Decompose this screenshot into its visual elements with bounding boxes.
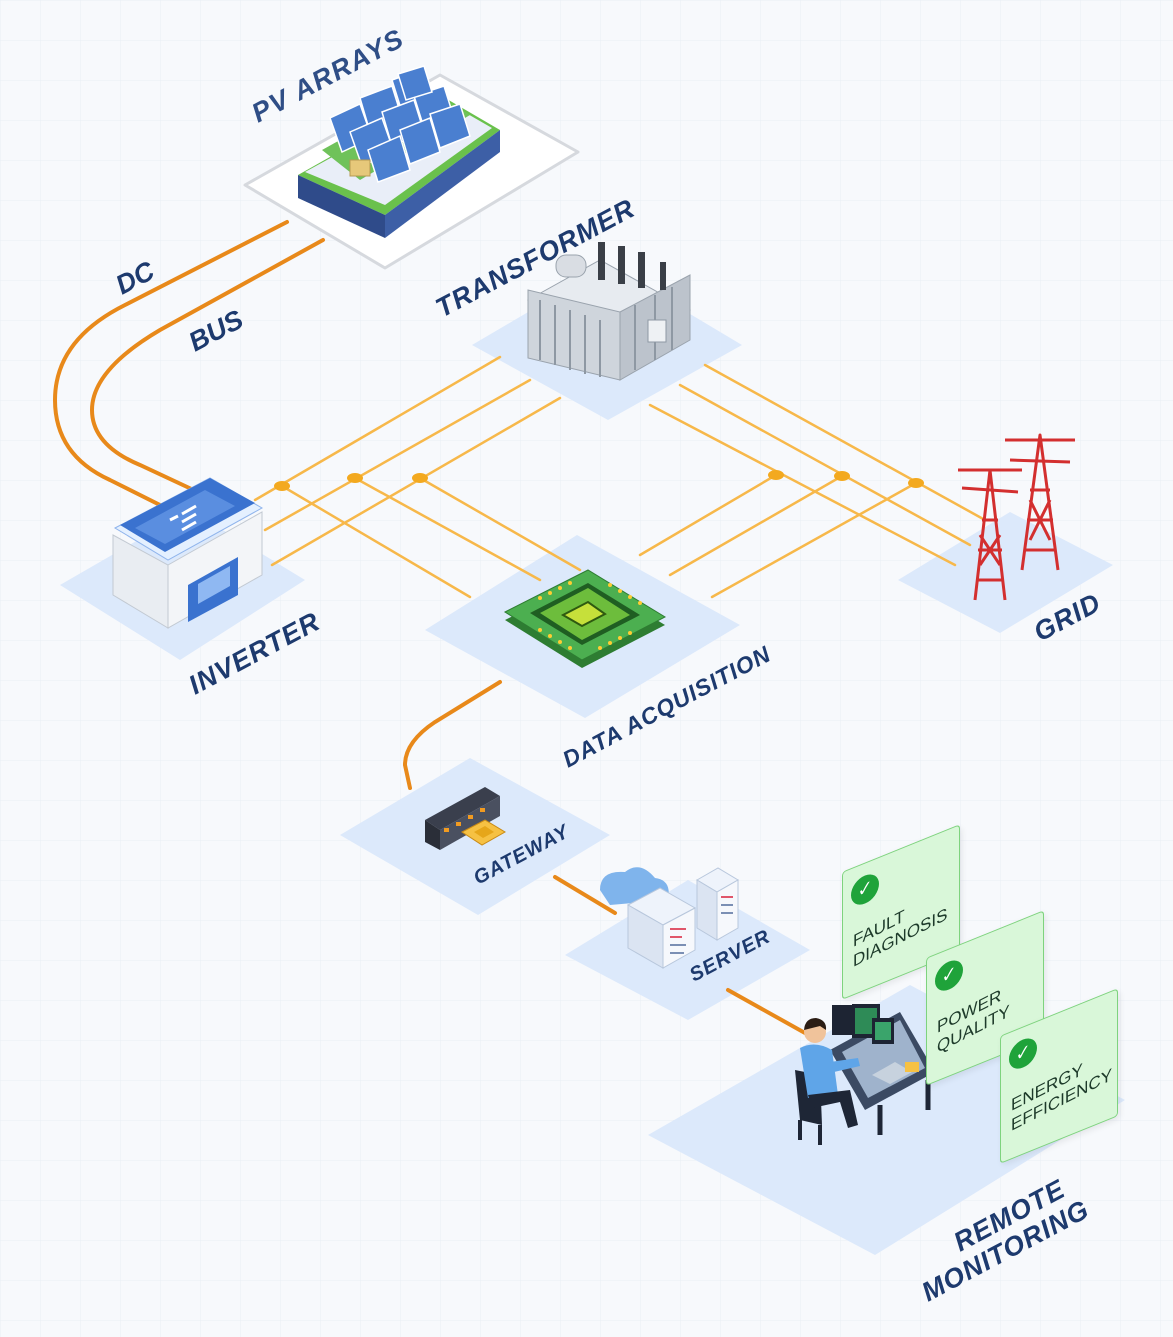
dc-bus-lines xyxy=(52,220,325,512)
pv-junction-box xyxy=(349,159,371,177)
check-icon: ✓ xyxy=(851,869,879,910)
check-icon: ✓ xyxy=(935,955,963,996)
inverter-icon xyxy=(112,477,264,629)
grid-tile xyxy=(898,512,1113,633)
gateway-icon xyxy=(425,787,506,850)
transformer-icon xyxy=(526,242,691,381)
ac-lines xyxy=(253,355,987,599)
comms-lines xyxy=(402,680,807,1035)
solar-panels xyxy=(329,65,471,183)
ac-line-nodes xyxy=(274,470,924,491)
check-icon: ✓ xyxy=(1009,1033,1037,1074)
power-tower-icon xyxy=(958,433,1075,601)
operator-workstation-icon xyxy=(795,1004,935,1145)
server-icon xyxy=(600,867,739,969)
chip-icon xyxy=(503,569,667,668)
